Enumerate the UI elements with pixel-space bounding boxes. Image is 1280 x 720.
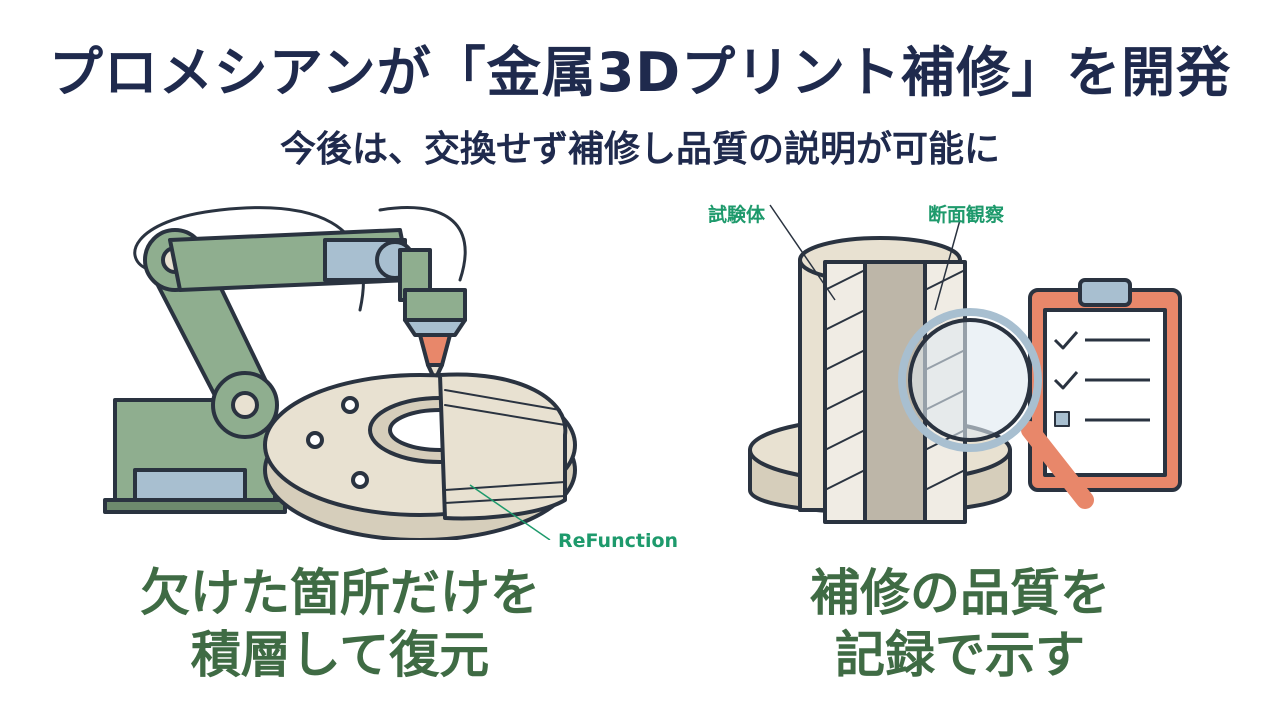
- page-title: プロメシアンが「金属3Dプリント補修」を開発: [48, 41, 1232, 104]
- printed-layers: [438, 372, 568, 521]
- left-caption: 欠けた箇所だけを 積層して復元: [80, 562, 600, 686]
- specimen-inspection-illustration: [748, 204, 1182, 524]
- refunction-label: ReFunction: [558, 530, 679, 552]
- print-nozzle: [418, 333, 452, 367]
- cross-section-label: 断面観察: [928, 204, 1005, 226]
- specimen-label: 試験体: [708, 204, 766, 226]
- page-subtitle: 今後は、交換せず補修し品質の説明が可能に: [279, 129, 1000, 170]
- left-caption-line2: 積層して復元: [190, 626, 490, 684]
- right-caption-line2: 記録で示す: [835, 626, 1085, 684]
- right-caption: 補修の品質を 記録で示す: [700, 562, 1220, 686]
- robot-printing-illustration: [103, 206, 577, 540]
- right-caption-line1: 補修の品質を: [810, 564, 1110, 622]
- left-caption-line1: 欠けた箇所だけを: [140, 564, 540, 622]
- magnifier-icon: [908, 318, 1032, 442]
